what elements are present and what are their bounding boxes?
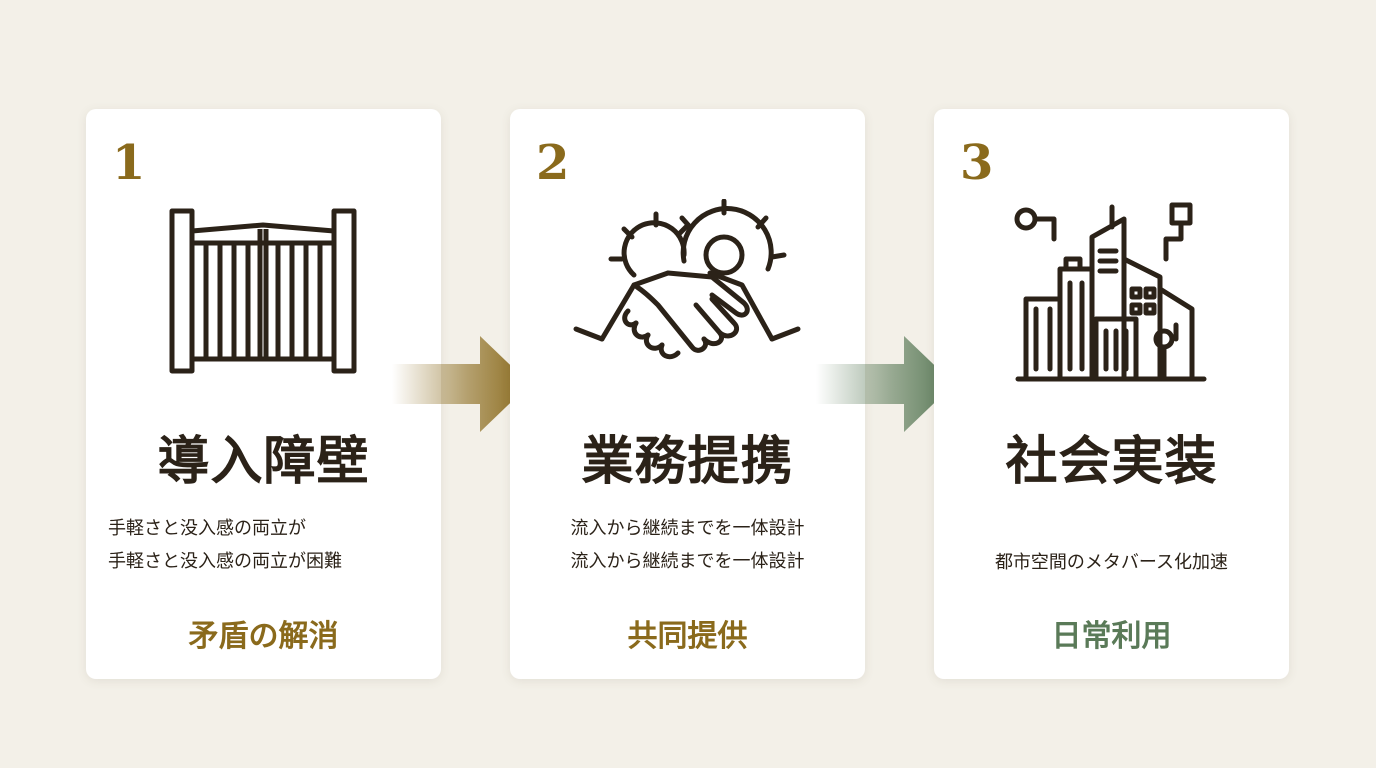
gate-icon — [148, 199, 378, 389]
step-number: 3 — [960, 135, 994, 191]
smart-city-icon — [996, 199, 1226, 389]
arrow-right-icon — [816, 334, 956, 434]
step-card-1: 1 導入障壁 手軽さと没入感の両立が 手軽さと没入感の両立が困難 矛盾の解消 — [86, 109, 441, 679]
step-description: 流入から継続までを一体設計 流入から継続までを一体設計 — [510, 512, 865, 578]
step-title: 業務提携 — [581, 431, 794, 492]
step-description: 手軽さと没入感の両立が 手軽さと没入感の両立が困難 — [86, 512, 441, 578]
step-description: 都市空間のメタバース化加速 — [934, 546, 1289, 579]
description-line: 手軽さと没入感の両立が — [108, 518, 306, 539]
step-card-2: 2 業務提携 流入から継続までを一体設計 流入から継続までを一 — [510, 109, 865, 679]
description-line: 流入から継続までを一体設計 — [570, 551, 805, 572]
handshake-gears-icon — [572, 198, 802, 389]
step-result: 共同提供 — [627, 619, 748, 654]
step-result: 矛盾の解消 — [188, 619, 339, 654]
step-result: 日常利用 — [1051, 619, 1172, 654]
description-line: 手軽さと没入感の両立が困難 — [108, 551, 342, 572]
description-line: 都市空間のメタバース化加速 — [994, 552, 1229, 573]
step-number: 2 — [536, 135, 570, 191]
step-title: 導入障壁 — [157, 431, 370, 492]
step-card-3: 3 — [934, 109, 1289, 679]
arrow-right-icon — [392, 334, 532, 434]
step-number: 1 — [112, 135, 146, 191]
step-title: 社会実装 — [1005, 431, 1218, 492]
description-line: 流入から継続までを一体設計 — [570, 518, 805, 539]
